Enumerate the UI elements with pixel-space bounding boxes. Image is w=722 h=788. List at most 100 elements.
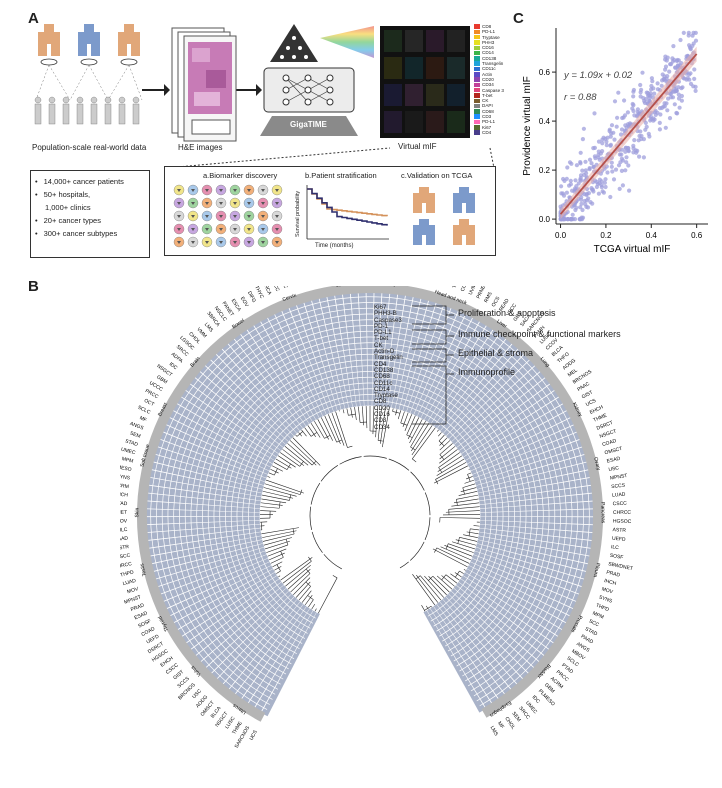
- heatmap-column: [465, 403, 569, 464]
- heatmap-column: [228, 601, 304, 696]
- legend-entry: DAPI: [474, 103, 518, 108]
- scatter-point: [591, 146, 596, 151]
- scatter-point: [601, 190, 606, 195]
- subtype-label: ASTR: [612, 527, 626, 534]
- scatter-point: [668, 62, 674, 67]
- biomarker-dot: [257, 236, 269, 248]
- legend-label: CD11c: [482, 66, 496, 72]
- legend-label: CD4: [482, 129, 492, 135]
- hospital-icon: [413, 187, 435, 213]
- subtype-label: CCRCC: [276, 286, 288, 290]
- subtype-label: PAAD: [580, 634, 595, 646]
- group-brackets: [412, 305, 454, 425]
- biomarker-dot: [257, 223, 269, 235]
- subtype-label: THME: [592, 412, 608, 423]
- tissue-label: Testis: [139, 562, 148, 576]
- scatter-point: [603, 177, 608, 182]
- scatter-point: [599, 183, 604, 188]
- scatter-point: [626, 163, 631, 168]
- marker-label: PD-L1: [374, 329, 392, 337]
- subtype-label: SYNS: [598, 594, 613, 604]
- scatter-point: [568, 178, 573, 183]
- heatmap-column: [193, 370, 287, 448]
- scatter-point: [612, 99, 618, 104]
- subtype-label: PTAD: [120, 501, 128, 508]
- scatter-point: [631, 89, 636, 94]
- subtype-label: COAD: [602, 438, 618, 448]
- heatmap-column: [461, 389, 561, 458]
- heatmap-column: [172, 568, 276, 631]
- legend-swatch: [474, 29, 480, 35]
- heatmap-column: [424, 320, 487, 423]
- marker-label: CD14: [374, 385, 390, 393]
- heatmap-column: [451, 364, 542, 445]
- scatter-point: [622, 98, 627, 103]
- scatter-point: [665, 55, 670, 60]
- legend-label: CD16: [482, 45, 494, 51]
- biomarker-dot: [173, 210, 185, 222]
- subtype-label: UCS: [249, 729, 260, 742]
- legend-entry: CD34: [474, 82, 518, 87]
- subtype-label: CHRCC: [613, 510, 632, 516]
- scatter-point: [623, 123, 628, 128]
- marker-label: PD-1: [374, 322, 389, 330]
- legend-entry: Caspase 3: [474, 88, 518, 93]
- scatter-point: [631, 108, 636, 114]
- group-label-proliferation: Proliferation & apoptosis: [458, 308, 556, 318]
- legend-entry: T-bet: [474, 93, 518, 98]
- legend-label: Ki67: [482, 124, 492, 130]
- scatter-point: [615, 115, 620, 120]
- heatmap-column: [253, 320, 316, 423]
- legend-swatch: [474, 130, 480, 135]
- subtype-label: ILC: [120, 527, 128, 533]
- heatmap-column: [216, 596, 298, 686]
- subtype-label: LMS: [489, 725, 500, 737]
- subtype-label: TAC: [452, 286, 461, 289]
- heatmap-column: [205, 590, 292, 675]
- legend-entry: Actin: [474, 72, 518, 77]
- scatter-point: [581, 126, 586, 131]
- scatter-point: [657, 127, 662, 132]
- legend-label: PD-L1: [482, 119, 496, 125]
- subtype-label: USC: [608, 465, 620, 473]
- scatter-point: [632, 138, 637, 143]
- heatmap-column: [464, 568, 568, 631]
- survival-xlabel: Time (months): [315, 243, 354, 249]
- scatter-point: [660, 72, 665, 77]
- heatmap-column: [254, 610, 317, 713]
- subtype-label: MBOV: [120, 518, 128, 524]
- survival-ylabel: Survival probability: [295, 190, 301, 237]
- legend-label: CD14: [482, 50, 494, 56]
- legend-label: PD-L1: [482, 29, 496, 35]
- scatter-point: [605, 170, 610, 175]
- legend-entry: Ki67: [474, 125, 518, 130]
- subtype-label: ANGS: [129, 421, 145, 432]
- scatter-point: [614, 124, 619, 129]
- scatter-point: [648, 118, 653, 123]
- scatter-point: [647, 134, 652, 139]
- scatter-point: [638, 82, 643, 88]
- scatter-point: [580, 207, 585, 213]
- scatter-point: [602, 180, 607, 185]
- scatter-point: [667, 69, 672, 74]
- scatter-point: [603, 184, 608, 190]
- subtype-label: SCC: [588, 618, 600, 628]
- scatter-point: [631, 150, 636, 155]
- biomarker-dot: [271, 223, 283, 235]
- scatter-point: [636, 138, 641, 143]
- scatter-point: [639, 87, 644, 92]
- panel-letter-c: C: [513, 10, 524, 27]
- scatter-point: [680, 85, 685, 90]
- biomarker-dot: [201, 197, 213, 209]
- heatmap-column: [420, 316, 481, 421]
- scatter-point: [609, 160, 614, 165]
- scatter-point: [596, 139, 602, 144]
- scatter-point: [573, 207, 578, 213]
- marker-label: CD20: [374, 404, 390, 412]
- subtype-label: CHRCC: [120, 561, 133, 571]
- marker-label: CD68: [374, 373, 390, 381]
- x-tick-label: 0.4: [646, 231, 658, 240]
- x-tick-label: 0.0: [555, 231, 567, 240]
- stat-item: 1,000+ clinics: [45, 203, 91, 212]
- heatmap-column: [227, 337, 303, 432]
